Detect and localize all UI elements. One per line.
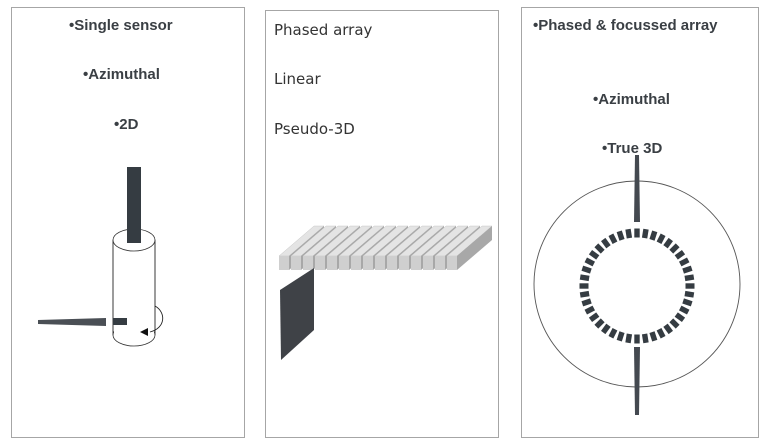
ring-element (678, 305, 690, 315)
single-sensor-illustration (38, 167, 164, 347)
ring-element (674, 312, 686, 322)
ring-element (579, 283, 589, 289)
ring-element (608, 233, 618, 245)
label-linear: Linear (274, 70, 321, 88)
panel-single-sensor (11, 7, 245, 438)
ring-element (581, 265, 592, 274)
array-element-front (387, 256, 397, 270)
ring-element (625, 228, 633, 239)
array-element-front (375, 256, 385, 270)
ring-element (669, 243, 680, 254)
ring-element (584, 305, 596, 315)
ring-element (649, 230, 658, 241)
ring-element (601, 323, 611, 335)
array-element-front (363, 256, 373, 270)
array-element-front (399, 256, 409, 270)
ring-element (663, 237, 673, 249)
ring-element (594, 243, 605, 254)
ring-element (669, 318, 680, 329)
label-true-3d: •True 3D (602, 140, 663, 157)
array-element-front (447, 256, 457, 270)
top-beam (634, 155, 640, 222)
beam-plane (280, 268, 314, 360)
ring-element (625, 333, 633, 344)
ring-element (634, 228, 640, 238)
ring-element (674, 250, 686, 260)
ring-element (684, 290, 695, 298)
ring-element (684, 274, 695, 282)
sensor-rod (127, 167, 141, 243)
ring-element (682, 265, 693, 274)
panel-phased-array (265, 10, 499, 438)
array-element-front (315, 256, 325, 270)
ring-element (579, 290, 590, 298)
ring-element (685, 283, 695, 289)
array-element-side (457, 226, 492, 270)
label-pseudo-3d: Pseudo-3D (274, 120, 355, 138)
label-azimuthal-2: •Azimuthal (593, 91, 670, 108)
array-element-front (291, 256, 301, 270)
ring-element (588, 250, 600, 260)
array-element-front (435, 256, 445, 270)
ring-element (579, 274, 590, 282)
ring-element (682, 298, 693, 307)
beam (38, 318, 106, 326)
ring-element (594, 318, 605, 329)
array-element-front (411, 256, 421, 270)
ring-element (656, 233, 666, 245)
ring-element (656, 327, 666, 339)
linear-array-illustration (278, 225, 493, 270)
label-2d: •2D (114, 116, 139, 133)
ring-element (584, 257, 596, 267)
ring-array (579, 228, 695, 344)
array-element-front (423, 256, 433, 270)
label-single-sensor: •Single sensor (69, 17, 173, 34)
ring-element (649, 331, 658, 342)
array-element-front (351, 256, 361, 270)
label-azimuthal: •Azimuthal (83, 66, 160, 83)
ring-element (581, 298, 592, 307)
label-phased-array: Phased array (274, 21, 373, 39)
ring-element (616, 230, 625, 241)
ring-element (641, 333, 649, 344)
array-element-front (327, 256, 337, 270)
ring-element (588, 312, 600, 322)
ring-element (608, 327, 618, 339)
ring-element (641, 228, 649, 239)
label-phased-focussed: •Phased & focussed array (533, 17, 718, 34)
ring-element (616, 331, 625, 342)
ring-element (601, 237, 611, 249)
array-element-front (339, 256, 349, 270)
array-element-front (279, 256, 289, 270)
bottom-beam (634, 347, 640, 415)
rotation-arrow-icon (149, 305, 164, 333)
panel-focussed-array (521, 7, 759, 438)
ring-element (678, 257, 690, 267)
ring-element (634, 334, 640, 344)
ring-element (663, 323, 673, 335)
array-element-front (303, 256, 313, 270)
